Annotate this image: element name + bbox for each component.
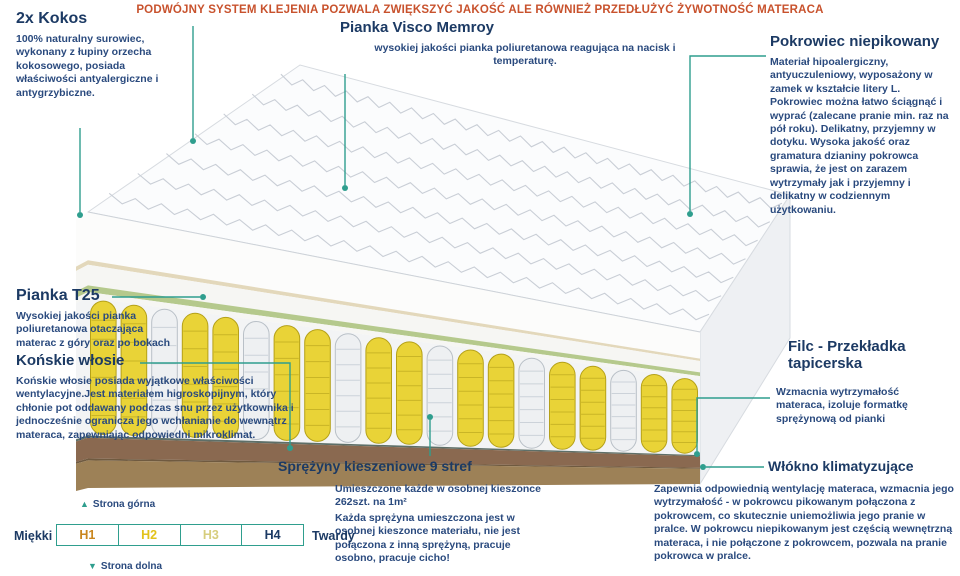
annotation-sprezyny-body1: Umieszczone każde w osobnej kieszonce 26… (335, 483, 541, 509)
annotation-visco-title: Pianka Visco Memroy (340, 19, 494, 36)
annotation-pianka-t25: Pianka T25 Wysokiej jakości pianka poliu… (16, 287, 181, 350)
arrow-up-icon: ▲ (80, 499, 89, 509)
annotation-pokrowiec: Pokrowiec niepikowany Materiał hipoalerg… (770, 33, 955, 217)
hardness-h4: H4 (264, 528, 281, 542)
annotation-kokos-title: 2x Kokos (16, 10, 88, 27)
orientation-bottom: ▼Strona dolna (88, 561, 162, 572)
hardness-scale: H1 H2 H3 H4 (56, 524, 304, 546)
mattress-cross-section (76, 64, 791, 491)
orientation-top: ▲Strona górna (80, 499, 155, 510)
annotation-kokos: 2x Kokos 100% naturalny surowiec, wykona… (16, 10, 186, 100)
orientation-top-label: Strona górna (92, 499, 156, 510)
scale-left-label: Miękki (14, 529, 53, 543)
arrow-down-icon: ▼ (88, 561, 97, 571)
annotation-pokrowiec-body: Materiał hipoalergiczny, antyuczuleniowy… (770, 55, 949, 216)
annotation-konskie-wlosie-title: Końskie włosie (16, 352, 125, 369)
annotation-connectors (77, 26, 770, 470)
annotation-pianka-t25-title: Pianka T25 (16, 287, 100, 304)
annotation-sprezyny-body2: Każda sprężyna umieszczona jest w osobne… (335, 512, 520, 565)
hardness-h1: H1 (57, 525, 119, 545)
annotation-kokos-body: 100% naturalny surowiec, wykonany z łupi… (16, 32, 159, 99)
annotation-pokrowiec-title: Pokrowiec niepikowany (770, 33, 940, 50)
annotation-visco-body: wysokiej jakości pianka poliuretanowa re… (374, 42, 676, 68)
annotation-sprezyny-title: Sprężyny kieszeniowe 9 stref (278, 458, 472, 474)
annotation-pianka-t25-body: Wysokiej jakości pianka poliuretanowa ot… (16, 309, 171, 349)
annotation-konskie-wlosie: Końskie włosie Końskie włosie posiada wy… (16, 352, 306, 442)
annotation-filc-title: Filc - Przekładka tapicerska (788, 338, 906, 372)
hardness-h2: H2 (119, 525, 181, 545)
annotation-filc-body: Wzmacnia wytrzymałość materaca, izoluje … (776, 386, 908, 425)
annotation-wlokno-body: Zapewnia odpowiednią wentylację materaca… (654, 483, 954, 563)
annotation-wlokno-title: Włókno klimatyzujące (768, 458, 914, 474)
scale-right-label: Twardy (312, 529, 355, 543)
hardness-h3: H3 (181, 525, 243, 545)
header-banner: PODWÓJNY SYSTEM KLEJENIA POZWALA ZWIĘKSZ… (136, 4, 824, 16)
annotation-konskie-wlosie-body: Końskie włosie posiada wyjątkowe właściw… (16, 374, 294, 441)
orientation-bottom-label: Strona dolna (100, 561, 163, 572)
